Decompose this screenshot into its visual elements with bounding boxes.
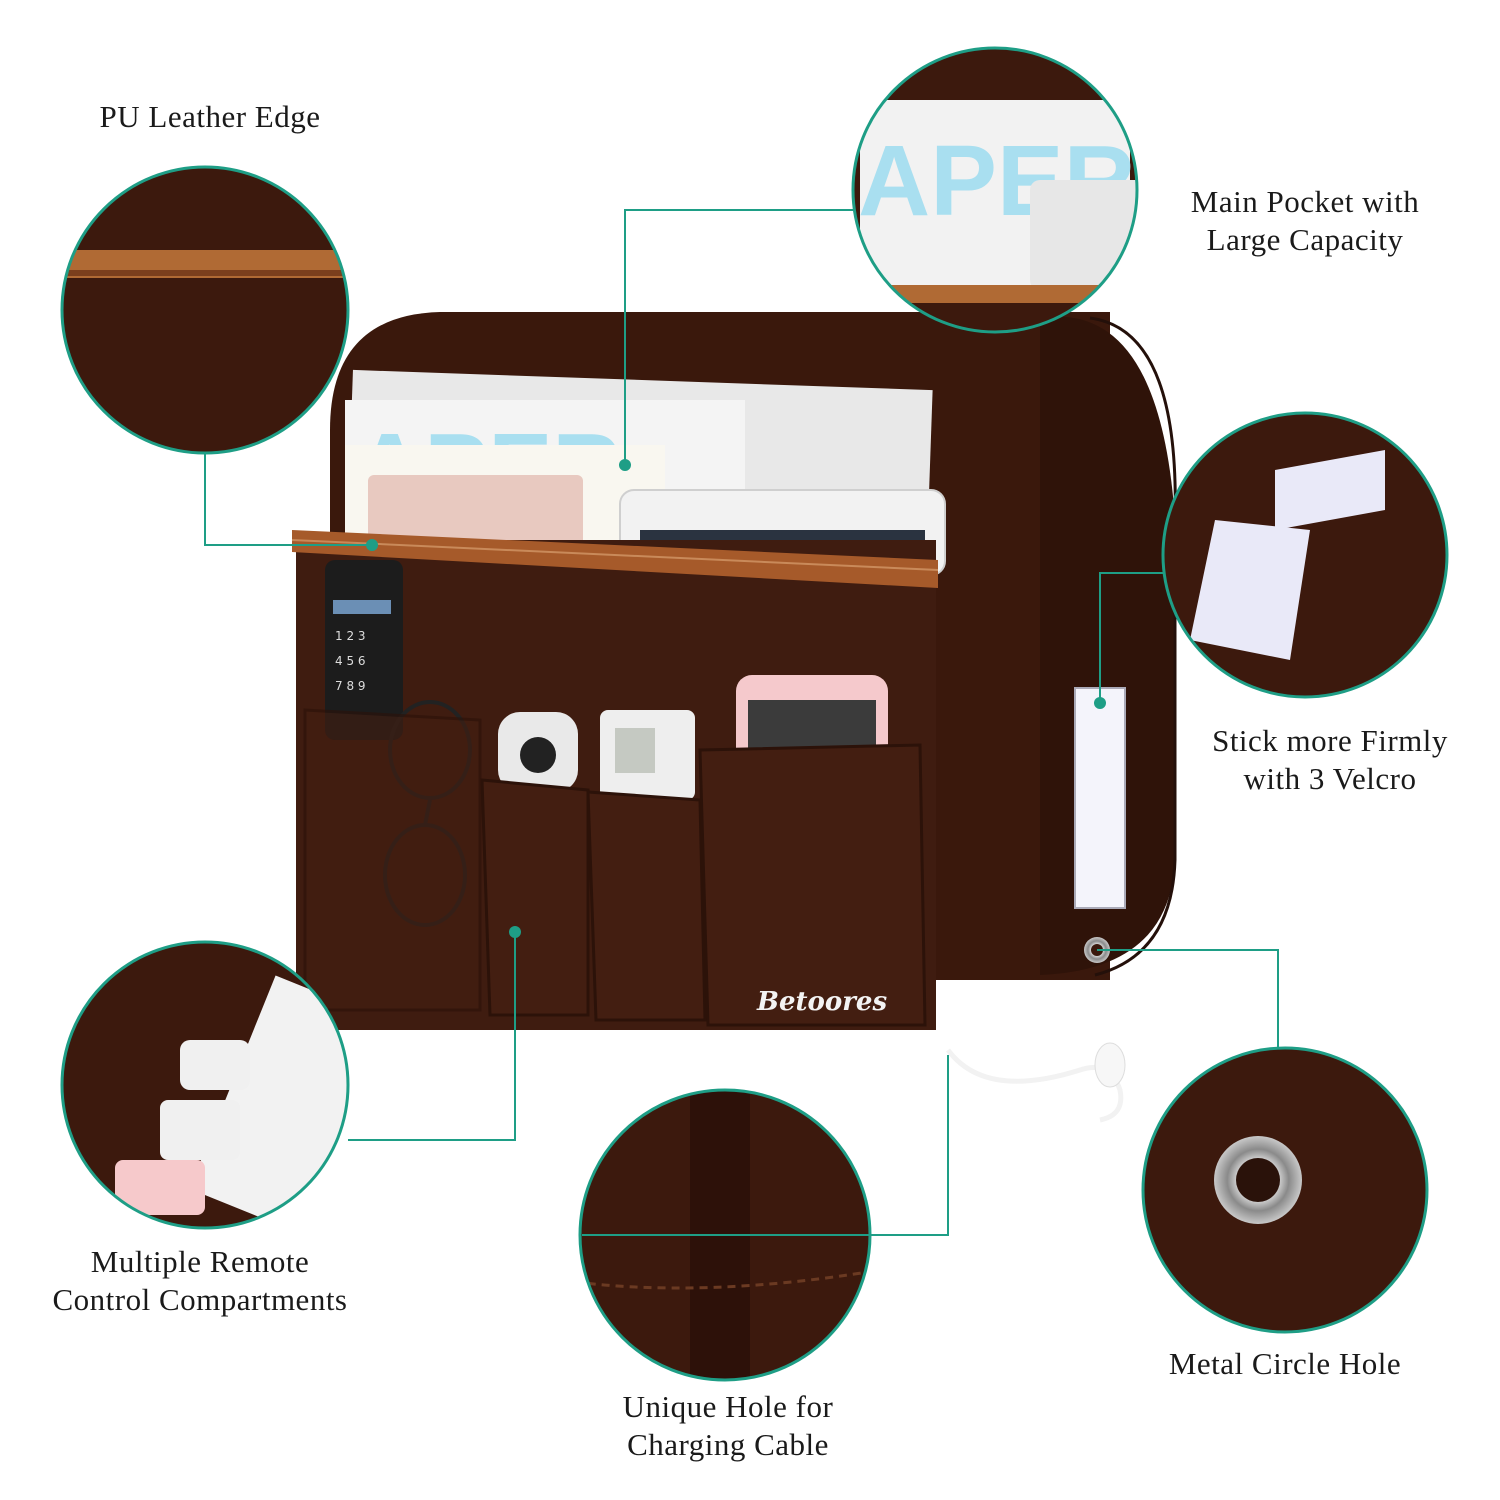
label-pu-leather-text: PU Leather Edge	[99, 99, 321, 134]
leader-lines	[204, 209, 1279, 1236]
brand-logo: Betoores	[756, 987, 887, 1017]
magazines: APER	[345, 369, 946, 576]
label-velcro: Stick more Firmly with 3 Velcro	[1180, 722, 1480, 798]
label-cable-line2: Charging Cable	[627, 1427, 829, 1462]
organizer-body: APER 1 2 3 4 5 6 7 8 9	[291, 312, 1177, 1123]
callout-pu-leather	[60, 165, 350, 455]
earphones	[945, 1048, 1124, 1123]
callout-metal-hole	[1141, 1046, 1429, 1334]
svg-text:4 5 6: 4 5 6	[335, 654, 366, 668]
callout-remote-compartments	[60, 940, 350, 1230]
svg-text:7 8 9: 7 8 9	[335, 679, 366, 693]
label-remote: Multiple Remote Control Compartments	[20, 1243, 380, 1319]
label-remote-line2: Control Compartments	[52, 1282, 348, 1317]
leader-dots	[366, 459, 1106, 938]
velcro-strip	[1074, 687, 1126, 909]
callout-velcro	[1161, 411, 1449, 699]
label-pu-leather: PU Leather Edge	[60, 98, 360, 136]
leather-edge	[292, 530, 938, 588]
label-cable-line1: Unique Hole for	[622, 1389, 834, 1424]
label-main-pocket: Main Pocket with Large Capacity	[1155, 183, 1455, 259]
label-metal-hole-text: Metal Circle Hole	[1168, 1346, 1402, 1381]
label-remote-line1: Multiple Remote	[90, 1244, 310, 1279]
label-main-pocket-line1: Main Pocket with	[1190, 184, 1420, 219]
label-charging-cable: Unique Hole for Charging Cable	[578, 1388, 878, 1464]
label-metal-hole: Metal Circle Hole	[1135, 1345, 1435, 1383]
svg-text:1 2 3: 1 2 3	[335, 629, 366, 643]
label-velcro-line1: Stick more Firmly	[1212, 723, 1448, 758]
callout-charging-hole	[578, 1088, 872, 1382]
callout-main-pocket: APER	[851, 46, 1139, 334]
label-velcro-line2: with 3 Velcro	[1243, 761, 1417, 796]
label-main-pocket-line2: Large Capacity	[1206, 222, 1404, 257]
